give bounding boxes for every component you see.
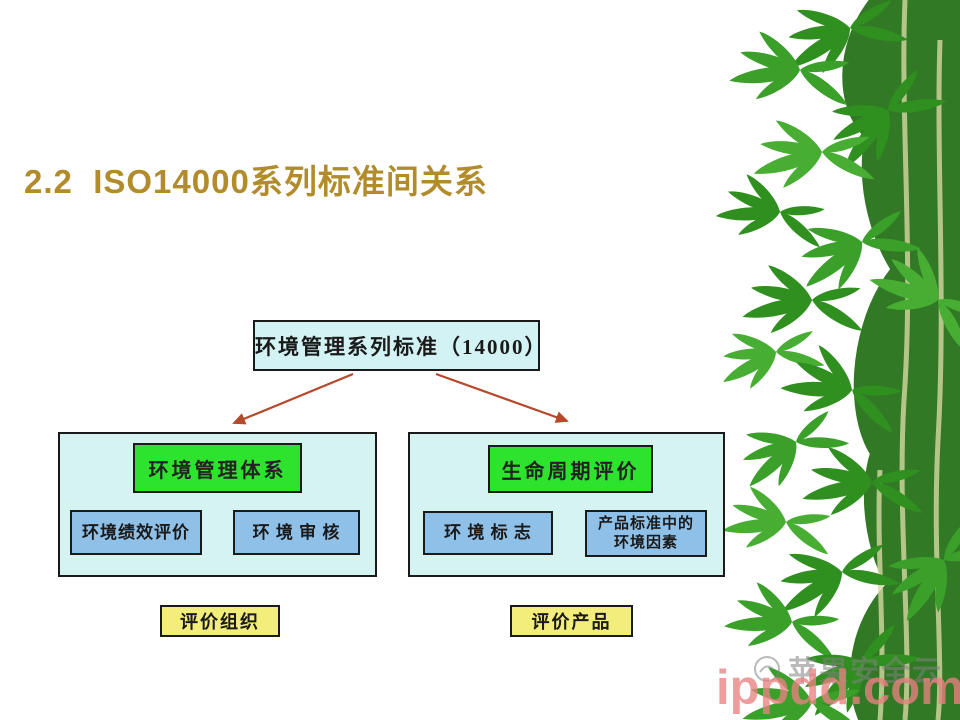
lca-header-box: 生命周期评价 xyxy=(488,445,653,493)
environmental-labeling-box: 环 境 标 志 xyxy=(423,511,553,555)
bamboo-image xyxy=(700,0,960,720)
product-standard-aspects-box: 产品标准中的 环境因素 xyxy=(585,510,707,557)
environmental-performance-box: 环境绩效评价 xyxy=(70,510,202,555)
evaluate-product-box: 评价产品 xyxy=(510,605,633,637)
root-standard-box: 环境管理系列标准（14000） xyxy=(253,320,546,371)
slide-title: 2.2 ISO14000系列标准间关系 xyxy=(24,163,488,200)
watermark-ippdd: ippdd.com xyxy=(716,661,960,715)
watermark-brand-text: 苹果安全云 xyxy=(788,656,944,688)
arrow-left xyxy=(232,372,354,425)
ems-header-box: 环境管理体系 xyxy=(133,443,302,493)
brand-logo-icon xyxy=(754,656,780,682)
environmental-audit-box: 环 境 审 核 xyxy=(233,510,360,555)
evaluate-organization-box: 评价组织 xyxy=(160,605,280,637)
arrow-right xyxy=(435,372,569,423)
watermark-brand: 苹果安全云 xyxy=(752,648,943,690)
